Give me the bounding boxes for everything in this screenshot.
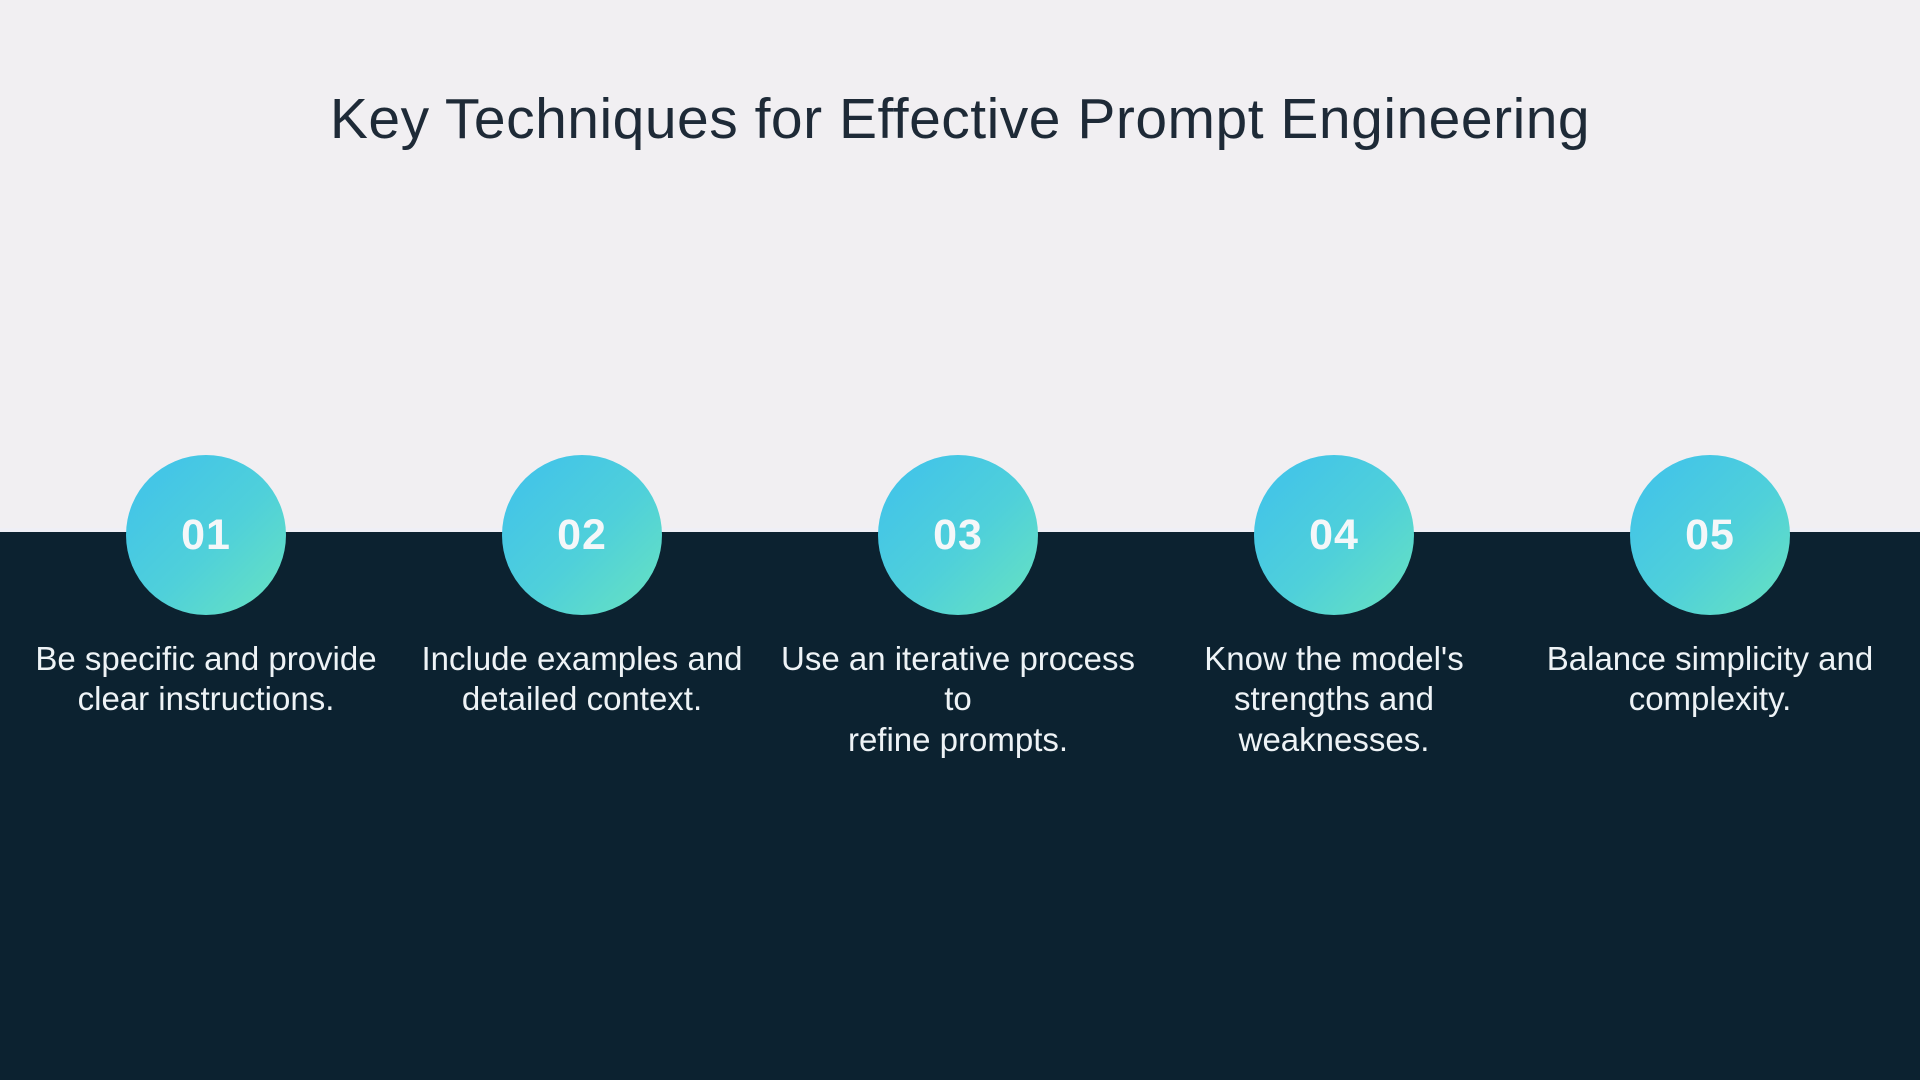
- step-number-badge: 04: [1254, 455, 1414, 615]
- slide-title: Key Techniques for Effective Prompt Engi…: [329, 87, 1591, 151]
- step-number: 02: [557, 510, 607, 559]
- step-number: 03: [933, 510, 983, 559]
- step-number-badge: 02: [502, 455, 662, 615]
- dark-background-band: [0, 528, 1920, 1080]
- step-number: 04: [1309, 510, 1359, 559]
- steps-row: 01 Be specific and provide clear instruc…: [18, 455, 1898, 760]
- step-item-5: 05 Balance simplicity and complexity.: [1522, 455, 1898, 760]
- step-number-badge: 01: [126, 455, 286, 615]
- step-description: Be specific and provide clear instructio…: [35, 640, 377, 718]
- step-item-2: 02 Include examples and detailed context…: [394, 455, 770, 760]
- step-number-badge: 03: [878, 455, 1038, 615]
- step-description: Know the model's strengths and weaknesse…: [1204, 640, 1464, 758]
- step-description: Include examples and detailed context.: [421, 640, 743, 718]
- step-number: 05: [1685, 510, 1735, 559]
- step-item-3: 03 Use an iterative process to refine pr…: [770, 455, 1146, 760]
- step-number-badge: 05: [1630, 455, 1790, 615]
- step-description: Balance simplicity and complexity.: [1546, 640, 1874, 718]
- step-number: 01: [181, 510, 231, 559]
- step-item-4: 04 Know the model's strengths and weakne…: [1146, 455, 1522, 760]
- step-description: Use an iterative process to refine promp…: [781, 640, 1135, 758]
- step-item-1: 01 Be specific and provide clear instruc…: [18, 455, 394, 760]
